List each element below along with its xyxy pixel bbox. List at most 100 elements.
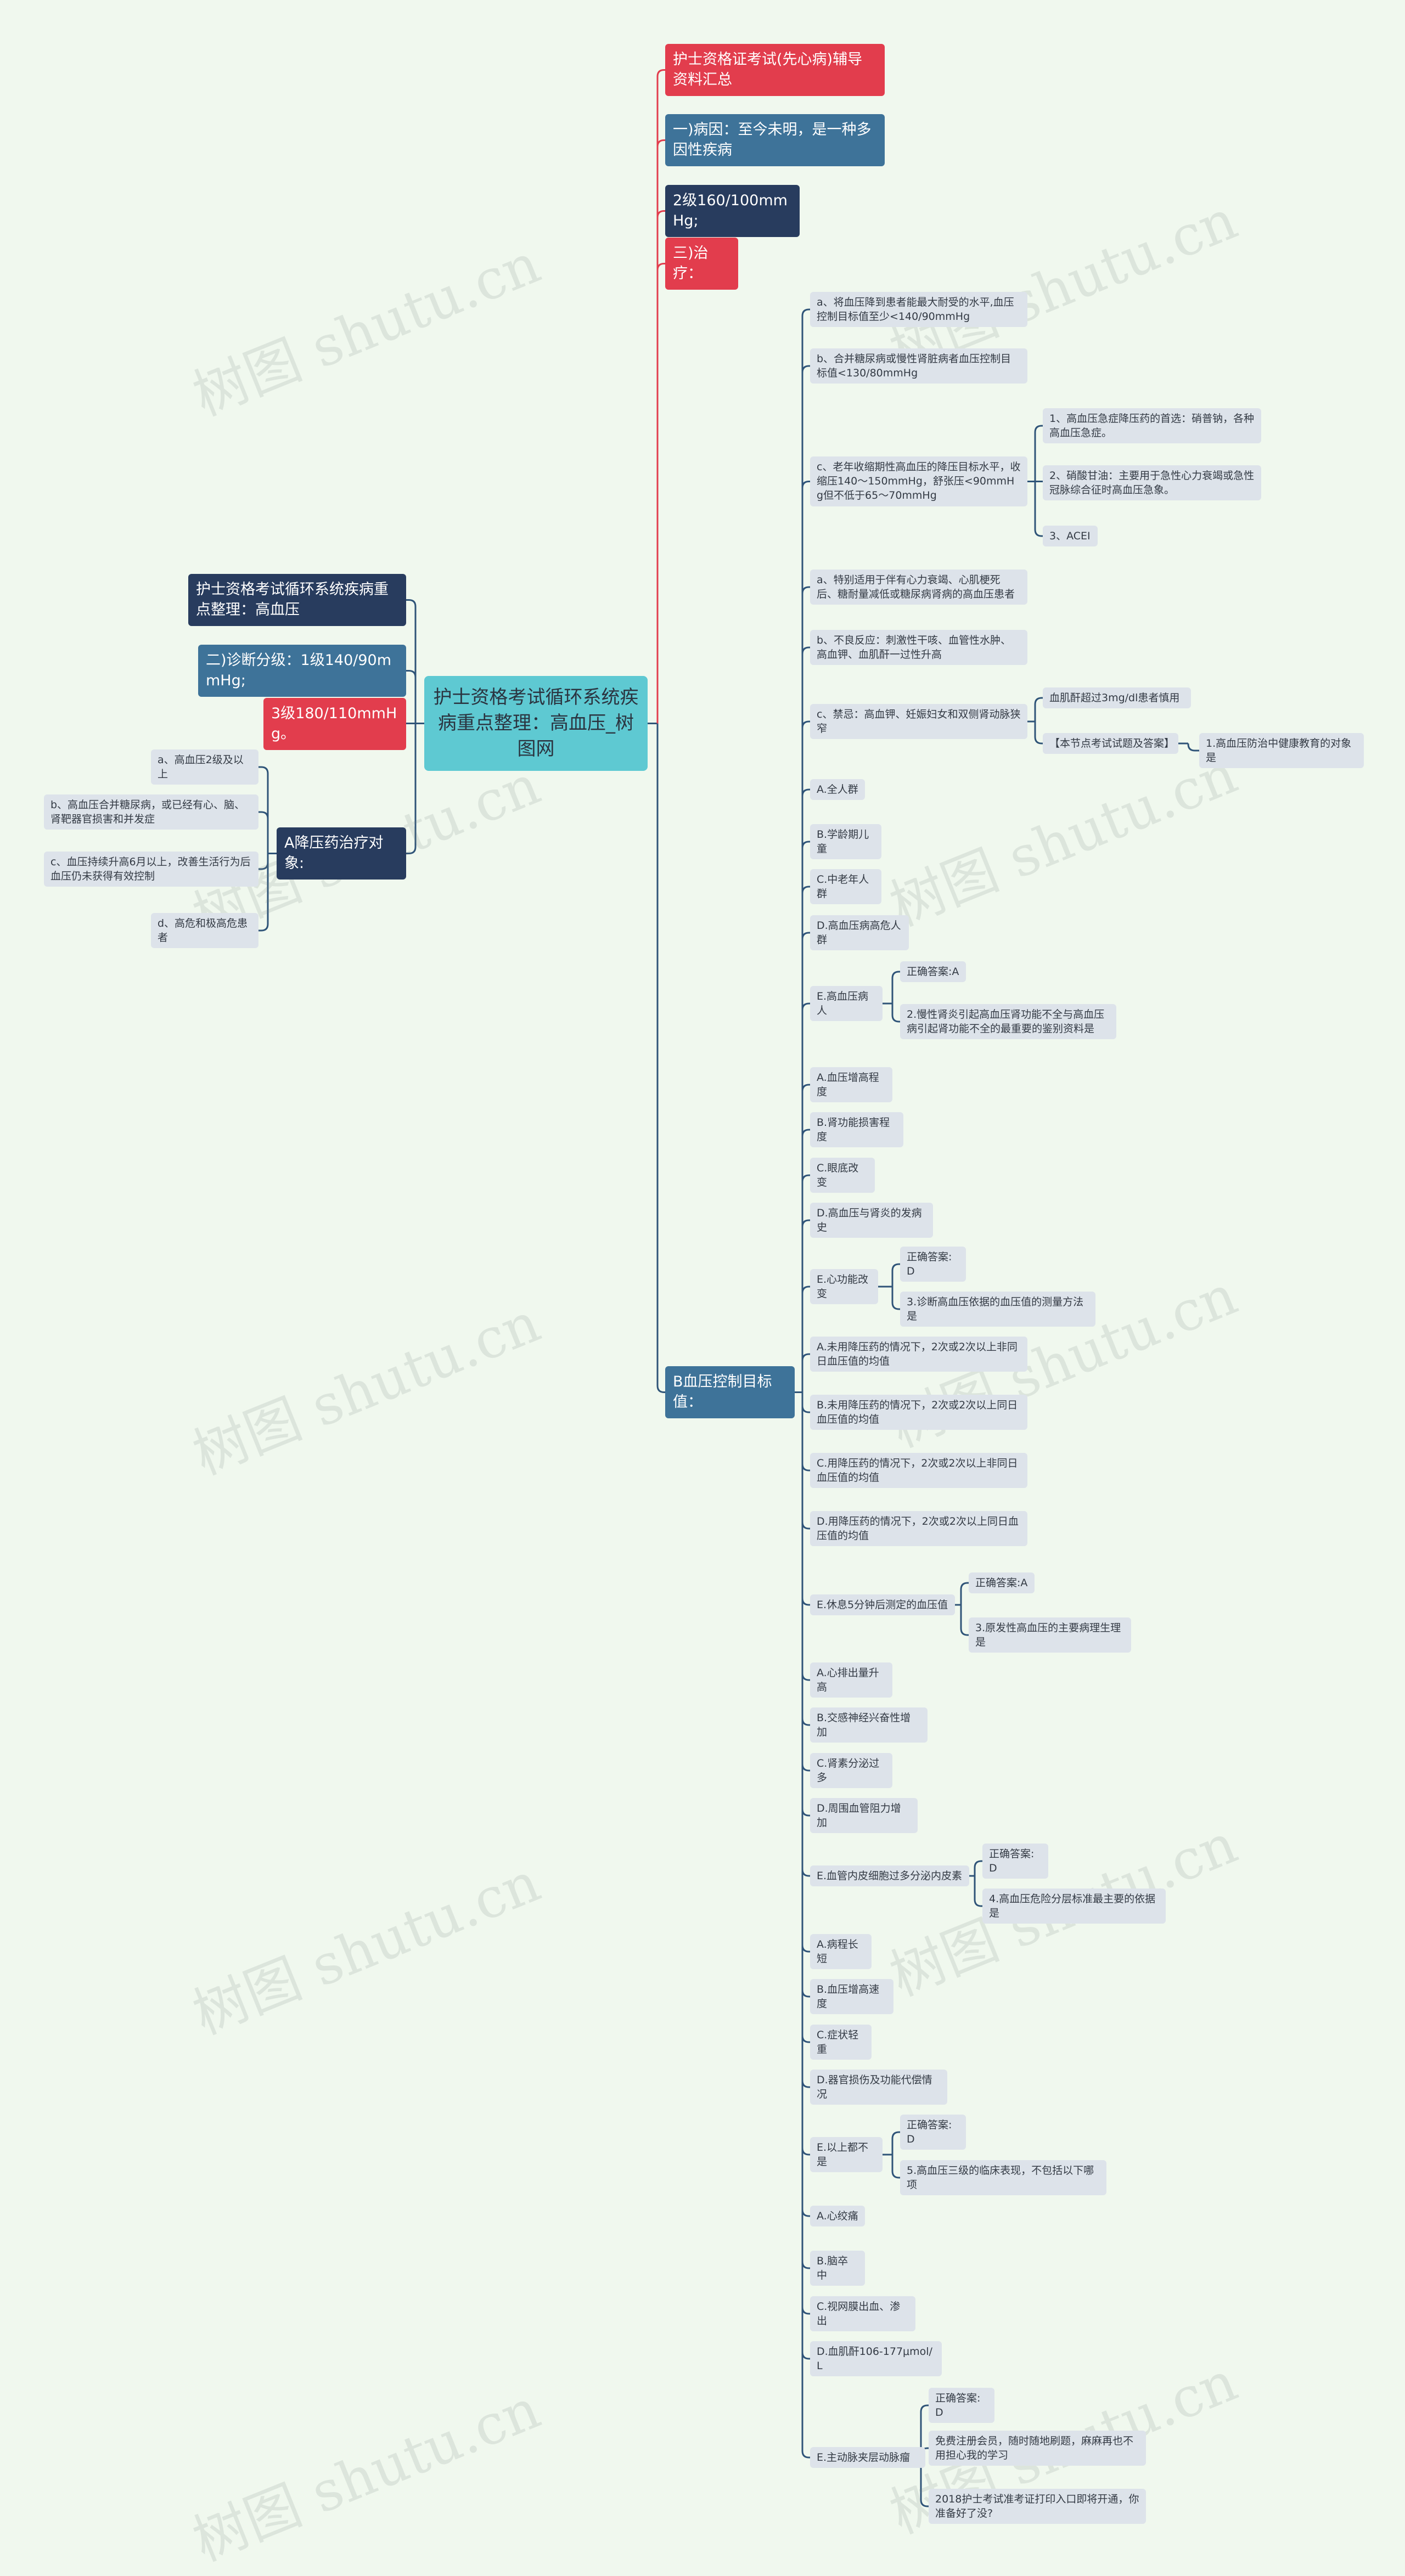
- treatment-item[interactable]: a、高血压2级及以上: [151, 749, 258, 785]
- connector: [974, 1860, 982, 1876]
- grade2-node[interactable]: 2级160/100mmHg;: [665, 185, 800, 237]
- option-item[interactable]: A.全人群: [810, 779, 865, 801]
- option-item[interactable]: B.脑卒中: [810, 2251, 865, 2286]
- option-item[interactable]: D.周围血管阻力增加: [810, 1798, 918, 1834]
- question-title[interactable]: 4.高血压危险分层标准最主要的依据是: [982, 1889, 1166, 1924]
- connector: [1034, 721, 1043, 745]
- connector: [801, 1392, 810, 1413]
- cause-node[interactable]: 一)病因：至今未明，是一种多因性疾病: [665, 114, 885, 166]
- connector: [891, 2155, 900, 2179]
- connector: [656, 723, 665, 1393]
- answer-node[interactable]: 正确答案:A: [900, 961, 966, 983]
- question-title[interactable]: 3.诊断高血压依据的血压值的测量方法是: [900, 1292, 1095, 1327]
- connector: [801, 1392, 810, 2269]
- answer-node[interactable]: 正确答案:D: [900, 1247, 966, 1282]
- option-item[interactable]: E.休息5分钟后测定的血压值: [810, 1594, 955, 1616]
- option-item[interactable]: D.器官损伤及功能代偿情况: [810, 2070, 947, 2105]
- option-item[interactable]: B.未用降压药的情况下，2次或2次以上同日血压值的均值: [810, 1395, 1027, 1430]
- drug-item[interactable]: 2、硝酸甘油：主要用于急性心力衰竭或急性冠脉综合征时高血压急象。: [1043, 465, 1261, 501]
- connector: [406, 670, 417, 724]
- connector: [801, 841, 810, 1393]
- option-item[interactable]: D.高血压病高危人群: [810, 915, 909, 951]
- target-item[interactable]: c、禁忌：高血钾、妊娠妇女和双侧肾动脉狭窄: [810, 704, 1027, 740]
- target-item[interactable]: a、特别适用于伴有心力衰竭、心肌梗死后、糖耐量减低或糖尿病肾病的高血压患者: [810, 570, 1027, 605]
- option-item[interactable]: C.中老年人群: [810, 869, 881, 905]
- treatment-target-node[interactable]: A降压药治疗对象:: [277, 827, 406, 880]
- target-item[interactable]: b、合并糖尿病或慢性肾脏病者血压控制目标值<130/80mmHg: [810, 348, 1027, 384]
- connector: [960, 1605, 969, 1636]
- diagnosis-grade-node[interactable]: 二)诊断分级：1级140/90mmHg;: [198, 645, 406, 697]
- drug-item[interactable]: 3、ACEI: [1043, 526, 1098, 547]
- option-item[interactable]: E.以上都不是: [810, 2137, 883, 2173]
- connector: [258, 853, 269, 932]
- option-item[interactable]: B.交感神经兴奋性增加: [810, 1707, 928, 1743]
- connector: [656, 263, 665, 724]
- option-item[interactable]: C.肾素分泌过多: [810, 1753, 892, 1789]
- option-item[interactable]: A.未用降压药的情况下，2次或2次以上非同日血压值的均值: [810, 1337, 1027, 1372]
- resource-summary-node[interactable]: 护士资格证考试(先心病)辅导资料汇总: [665, 44, 885, 96]
- treatment-item[interactable]: b、高血压合并糖尿病，或已经有心、脑、肾靶器官损害和并发症: [44, 794, 258, 830]
- drug-item[interactable]: 1、高血压急症降压药的首选：硝普钠，各种高血压急症。: [1043, 408, 1261, 444]
- connector: [258, 766, 269, 854]
- target-item[interactable]: c、老年收缩期性高血压的降压目标水平，收缩压140～150mmHg，舒张压<90…: [810, 456, 1027, 506]
- question-title[interactable]: 2.慢性肾炎引起高血压肾功能不全与高血压病引起肾功能不全的最重要的鉴别资料是: [900, 1004, 1116, 1040]
- contraindication-note[interactable]: 血肌酐超过3mg/dl患者慎用: [1043, 687, 1191, 709]
- connector: [801, 308, 810, 1393]
- answer-node[interactable]: 正确答案:D: [982, 1844, 1048, 1879]
- connector: [1034, 697, 1043, 721]
- connector: [406, 599, 417, 724]
- option-item[interactable]: A.心绞痛: [810, 2206, 865, 2227]
- answer-node[interactable]: 正确答案:A: [969, 1572, 1035, 1594]
- connector: [1034, 425, 1043, 482]
- option-item[interactable]: A.心排出量升高: [810, 1662, 892, 1698]
- option-item[interactable]: E.高血压病人: [810, 986, 883, 1022]
- left-title-node[interactable]: 护士资格考试循环系统疾病重点整理：高血压: [188, 574, 406, 626]
- option-item[interactable]: D.血肌酐106-177μmol/L: [810, 2341, 942, 2377]
- option-item[interactable]: E.主动脉夹层动脉瘤: [810, 2447, 925, 2468]
- treatment-item[interactable]: c、血压持续升高6月以上，改善生活行为后血压仍未获得有效控制: [44, 852, 258, 887]
- target-item[interactable]: b、不良反应：刺激性干咳、血管性水肿、高血钾、血肌酐一过性升高: [810, 630, 1027, 666]
- connector: [801, 1174, 810, 1393]
- connector: [801, 1392, 810, 2217]
- question-title[interactable]: 1.高血压防治中健康教育的对象是: [1199, 733, 1364, 769]
- connector: [801, 788, 810, 1393]
- treatment-node[interactable]: 三)治疗：: [665, 238, 738, 290]
- connector: [801, 481, 810, 1393]
- option-item[interactable]: C.用降压药的情况下，2次或2次以上非同日血压值的均值: [810, 1453, 1027, 1489]
- grade3-node[interactable]: 3级180/110mmHg。: [263, 698, 406, 750]
- option-item[interactable]: B.学龄期儿童: [810, 824, 881, 860]
- option-item[interactable]: A.病程长短: [810, 1934, 872, 1970]
- connector: [801, 1392, 810, 1472]
- connector: [1034, 481, 1043, 537]
- option-item[interactable]: E.心功能改变: [810, 1269, 878, 1305]
- bp-target-node[interactable]: B血压控制目标值：: [665, 1366, 795, 1418]
- root-topic[interactable]: 护士资格考试循环系统疾病重点整理：高血压_树图网: [424, 676, 648, 771]
- option-item[interactable]: B.肾功能损害程度: [810, 1112, 903, 1148]
- answer-node[interactable]: 正确答案:D: [929, 2388, 994, 2423]
- option-item[interactable]: D.高血压与肾炎的发病史: [810, 1203, 933, 1238]
- connector: [801, 1353, 810, 1393]
- connector: [801, 1084, 810, 1393]
- option-item[interactable]: C.症状轻重: [810, 2025, 872, 2060]
- connector: [801, 1392, 810, 1998]
- option-item[interactable]: E.血管内皮细胞过多分泌内皮素: [810, 1865, 969, 1887]
- option-item[interactable]: A.血压增高程度: [810, 1067, 892, 1103]
- option-item[interactable]: C.眼底改变: [810, 1158, 875, 1193]
- connector: [1187, 743, 1199, 752]
- promo-note[interactable]: 2018护士考试准考证打印入口即将开通，你准备好了没?: [929, 2489, 1146, 2524]
- question-title[interactable]: 5.高血压三级的临床表现，不包括以下哪项: [900, 2160, 1106, 2196]
- answer-node[interactable]: 正确答案:D: [900, 2115, 966, 2150]
- option-item[interactable]: C.视网膜出血、渗出: [810, 2296, 915, 2332]
- connector: [258, 811, 269, 854]
- connector: [891, 1004, 900, 1023]
- promo-note[interactable]: 免费注册会员，随时随地刷题，麻麻再也不用担心我的学习: [929, 2431, 1146, 2466]
- option-item[interactable]: B.血压增高速度: [810, 1979, 893, 2015]
- treatment-item[interactable]: d、高危和极高危患者: [151, 913, 258, 949]
- connector: [974, 1876, 982, 1907]
- connector: [656, 69, 665, 724]
- connector: [920, 2404, 929, 2457]
- question-title[interactable]: 3.原发性高血压的主要病理生理是: [969, 1617, 1131, 1653]
- option-item[interactable]: D.用降压药的情况下，2次或2次以上同日血压值的均值: [810, 1511, 1027, 1547]
- target-item[interactable]: a、将血压降到患者能最大耐受的水平,血压控制目标值至少<140/90mmHg: [810, 292, 1027, 328]
- exam-questions-node[interactable]: 【本节点考试试题及答案】: [1043, 733, 1178, 754]
